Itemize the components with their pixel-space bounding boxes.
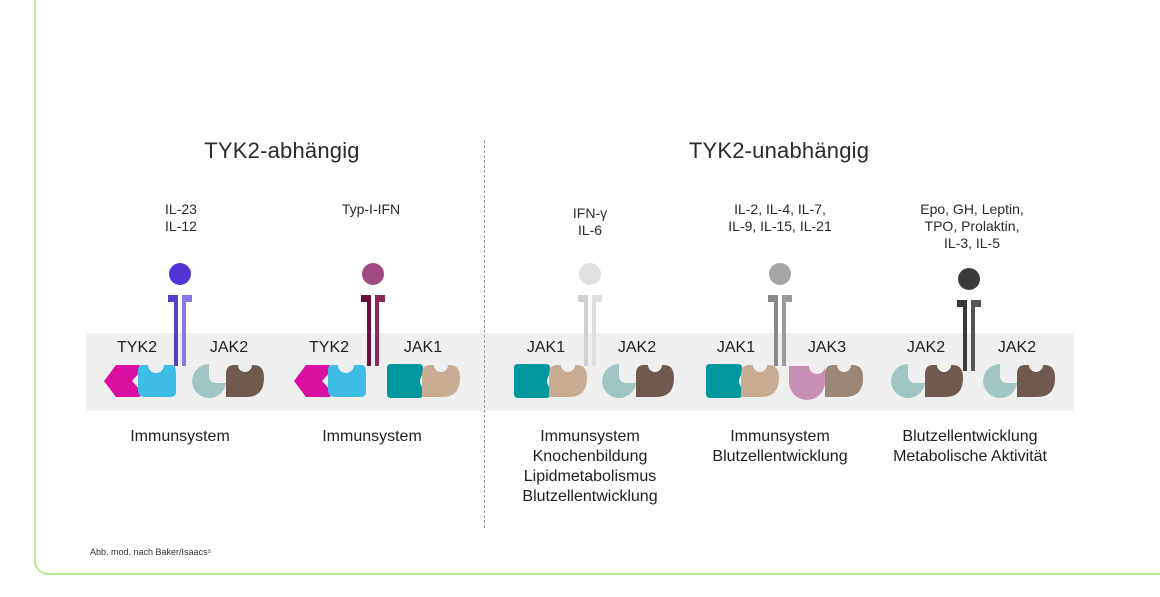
kinase-label-2b: JAK1 — [403, 339, 443, 356]
footnote: Abb. mod. nach Baker/Isaacs⁵ — [90, 547, 212, 557]
function-label-4: Immunsystem Blutzellentwicklung — [712, 428, 848, 465]
kinase-label-1b: JAK2 — [209, 339, 249, 356]
receptor-4 — [768, 263, 792, 366]
ligand-label-5: Epo, GH, Leptin, TPO, Prolaktin, IL-3, I… — [920, 201, 1024, 251]
function-label-3: Immunsystem Knochenbildung Lipidmetaboli… — [522, 428, 658, 505]
heading-tyk2-dependent: TYK2-abhängig — [204, 138, 360, 163]
function-label-5: Blutzellentwicklung Metabolische Aktivit… — [893, 428, 1047, 465]
receptor-chain-right — [375, 295, 385, 366]
receptor-chain-left — [168, 295, 178, 366]
jak1-tan-shape — [422, 365, 460, 397]
tyk2-magenta-shape-2 — [294, 365, 332, 397]
kinase-label-3a: JAK1 — [526, 339, 566, 356]
receptor-5 — [957, 268, 981, 371]
jak2-brown-shape-3 — [636, 365, 674, 397]
ligand-label-2: Typ-I-IFN — [341, 201, 401, 217]
ligand-circle — [169, 263, 191, 285]
jak1-teal-shape — [387, 364, 423, 398]
receptor-1 — [168, 263, 192, 366]
jak2-brown-shape-5a — [925, 365, 963, 397]
ligand-label-4: IL-2, IL-4, IL-7, IL-9, IL-15, IL-21 — [728, 201, 832, 234]
jak2-round-shape — [192, 364, 226, 398]
jak2-brown-shape-5b — [1017, 365, 1055, 397]
kinase-label-5b: JAK2 — [997, 339, 1037, 356]
ligand-circle — [769, 263, 791, 285]
jak2-round-shape-5b — [983, 364, 1017, 398]
ligand-label-1: IL-23 IL-12 — [165, 201, 197, 234]
receptor-chain-right — [971, 300, 981, 371]
jak1-teal-shape-3 — [514, 364, 550, 398]
jak1-teal-shape-4 — [706, 364, 742, 398]
kinase-label-1a: TYK2 — [116, 339, 158, 356]
group-divider — [484, 140, 485, 528]
receptor-chain-left — [578, 295, 588, 366]
jak3-pink-shape — [789, 366, 825, 400]
kinase-label-2a: TYK2 — [308, 339, 350, 356]
jak2-brown-shape — [226, 365, 264, 397]
tyk2-magenta-shape — [104, 365, 142, 397]
ligand-circle — [958, 268, 980, 290]
function-label-1: Immunsystem — [130, 428, 230, 445]
kinase-label-4a: JAK1 — [716, 339, 756, 356]
receptor-chain-left — [957, 300, 967, 371]
function-label-2: Immunsystem — [322, 428, 422, 445]
kinase-label-5a: JAK2 — [906, 339, 946, 356]
jak1-tan-shape-4 — [741, 365, 779, 397]
ligand-circle — [579, 263, 601, 285]
jak2-round-shape-5a — [891, 364, 925, 398]
ligand-label-3: IFN-γ IL-6 — [572, 205, 608, 238]
receptor-chain-right — [592, 295, 602, 366]
card-frame — [34, 0, 1160, 575]
tyk2-blue-shape — [138, 365, 176, 397]
jak2-round-shape-3 — [602, 364, 636, 398]
ligand-circle — [362, 263, 384, 285]
tyk2-blue-shape-2 — [328, 365, 366, 397]
receptor-chain-right — [782, 295, 792, 366]
receptor-chain-right — [182, 295, 192, 366]
receptor-chain-left — [361, 295, 371, 366]
kinase-label-3b: JAK2 — [617, 339, 657, 356]
heading-tyk2-independent: TYK2-unabhängig — [688, 138, 870, 163]
receptor-3 — [578, 263, 602, 366]
jak1-tan-shape-3 — [549, 365, 587, 397]
kinase-label-4b: JAK3 — [807, 339, 847, 356]
receptor-2 — [361, 263, 385, 366]
receptor-chain-left — [768, 295, 778, 366]
jak3-taupe-shape — [825, 365, 863, 397]
